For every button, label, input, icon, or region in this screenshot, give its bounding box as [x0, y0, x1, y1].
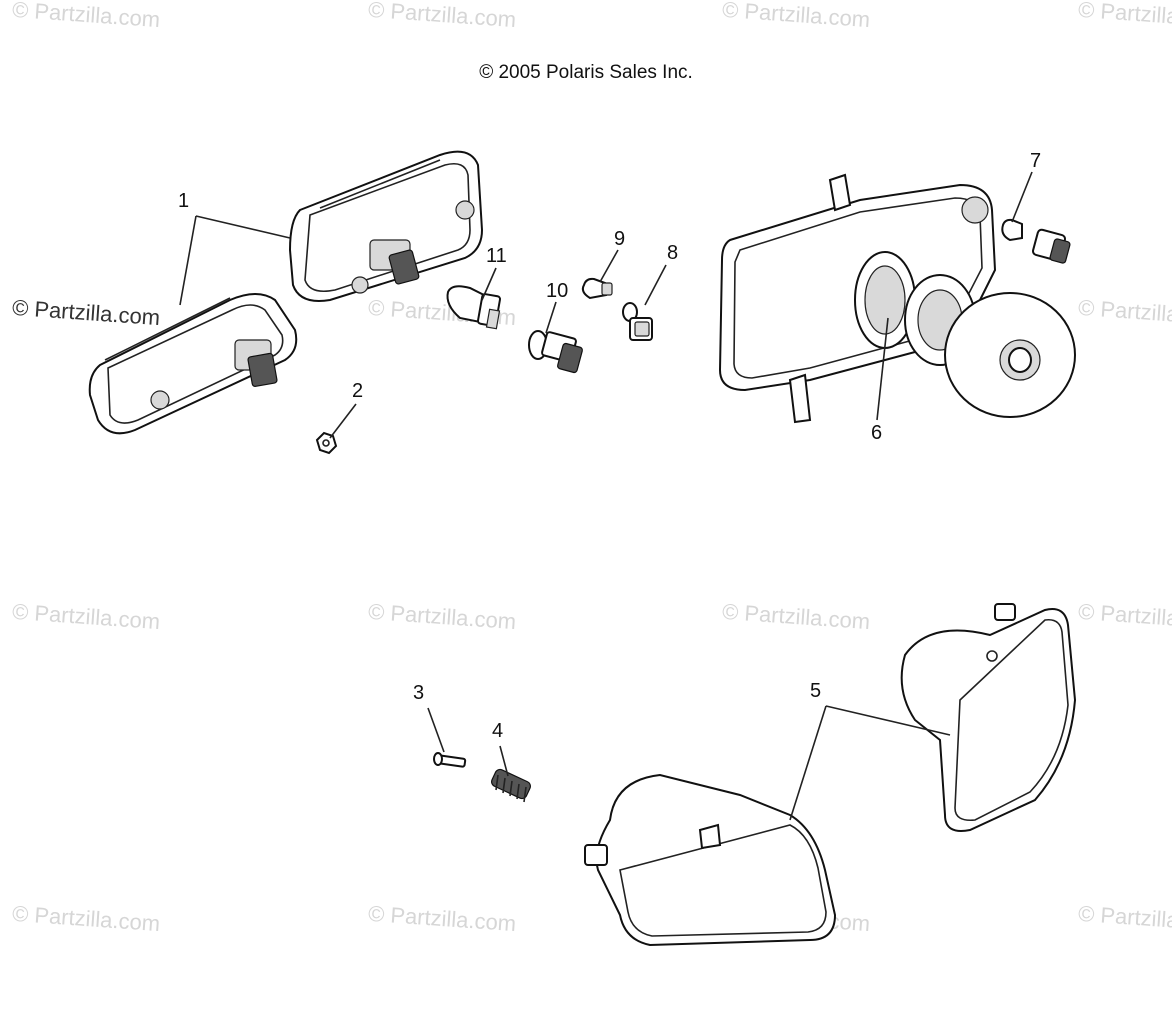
tail-light-lower[interactable]: [88, 293, 298, 435]
bulb-7[interactable]: [1001, 218, 1071, 264]
socket-10[interactable]: [528, 330, 583, 374]
leader-lines: [179, 171, 1033, 821]
bulb-11[interactable]: [446, 285, 501, 330]
headlight-assembly-right[interactable]: [900, 603, 1077, 832]
callout-2: 2: [352, 380, 364, 402]
callout-6: 6: [871, 422, 883, 444]
screw[interactable]: [433, 752, 467, 768]
copyright-notice: © 2005 Polaris Sales Inc.: [479, 62, 693, 83]
callout-5: 5: [810, 680, 822, 702]
headlight-assembly-left[interactable]: [584, 773, 837, 947]
callout-9: 9: [614, 228, 626, 250]
callout-1: 1: [178, 190, 190, 212]
callout-4: 4: [492, 720, 504, 742]
spring[interactable]: [490, 768, 532, 803]
headlight-boot[interactable]: [944, 292, 1076, 418]
socket-8[interactable]: [622, 302, 653, 341]
callout-10: 10: [546, 280, 569, 302]
callout-11: 11: [486, 245, 507, 267]
bulb-9[interactable]: [581, 277, 613, 300]
callout-7: 7: [1030, 150, 1042, 172]
callout-8: 8: [667, 242, 679, 264]
nut[interactable]: [315, 431, 338, 455]
callout-3: 3: [413, 682, 425, 704]
tail-light-upper[interactable]: [288, 150, 484, 302]
